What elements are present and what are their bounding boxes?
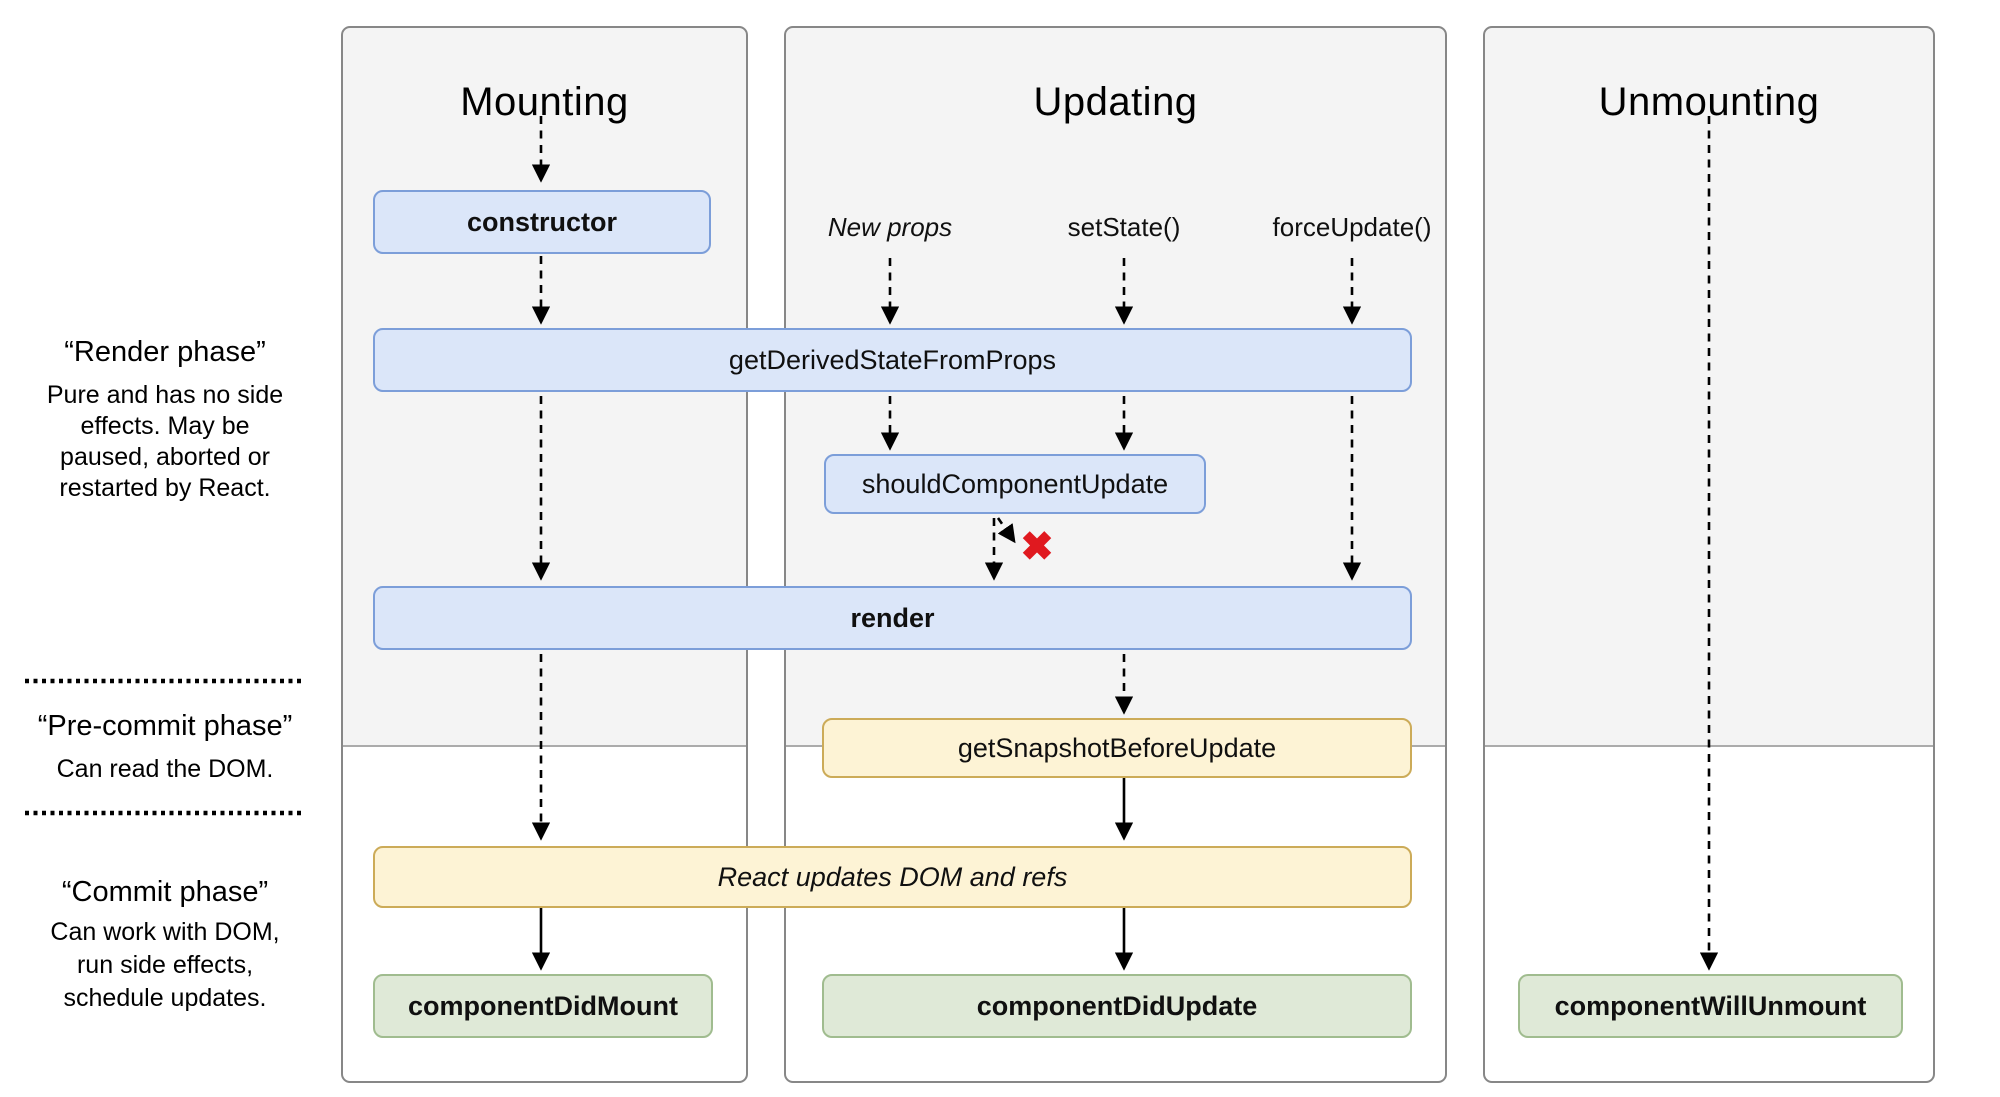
pre-commit-phase-title: “Pre-commit phase” [37,710,293,742]
update-cancelled-x-icon: ✖ [1020,525,1054,569]
component-did-update-box: componentDidUpdate [822,974,1412,1038]
arrow-shouldcomponentupdate-false-branch [996,517,1016,544]
panel-mounting-title: Mounting [460,80,629,124]
render-box: render [373,586,1412,650]
render-phase-title: “Render phase” [64,336,266,368]
component-will-unmount-box: componentWillUnmount [1518,974,1903,1038]
pre-commit-phase-description: Can read the DOM. [56,755,274,783]
commit-phase-title: “Commit phase” [61,876,269,908]
get-derived-state-from-props-box: getDerivedStateFromProps [373,328,1412,392]
render-phase-description: Pure and has no side effects. May be pau… [46,381,284,502]
trigger-new-props: New props [827,212,953,242]
trigger-force-update: forceUpdate() [1272,212,1432,242]
trigger-set-state: setState() [1067,212,1181,242]
react-updates-dom-box: React updates DOM and refs [373,846,1412,908]
panel-updating-title: Updating [1033,80,1198,124]
get-snapshot-before-update-box: getSnapshotBeforeUpdate [822,718,1412,778]
mounting-phase-divider [343,745,746,747]
component-did-mount-box: componentDidMount [373,974,713,1038]
should-component-update-box: shouldComponentUpdate [824,454,1206,514]
commit-phase-description: Can work with DOM, run side effects, sch… [50,918,280,1012]
constructor-box: constructor [373,190,711,254]
